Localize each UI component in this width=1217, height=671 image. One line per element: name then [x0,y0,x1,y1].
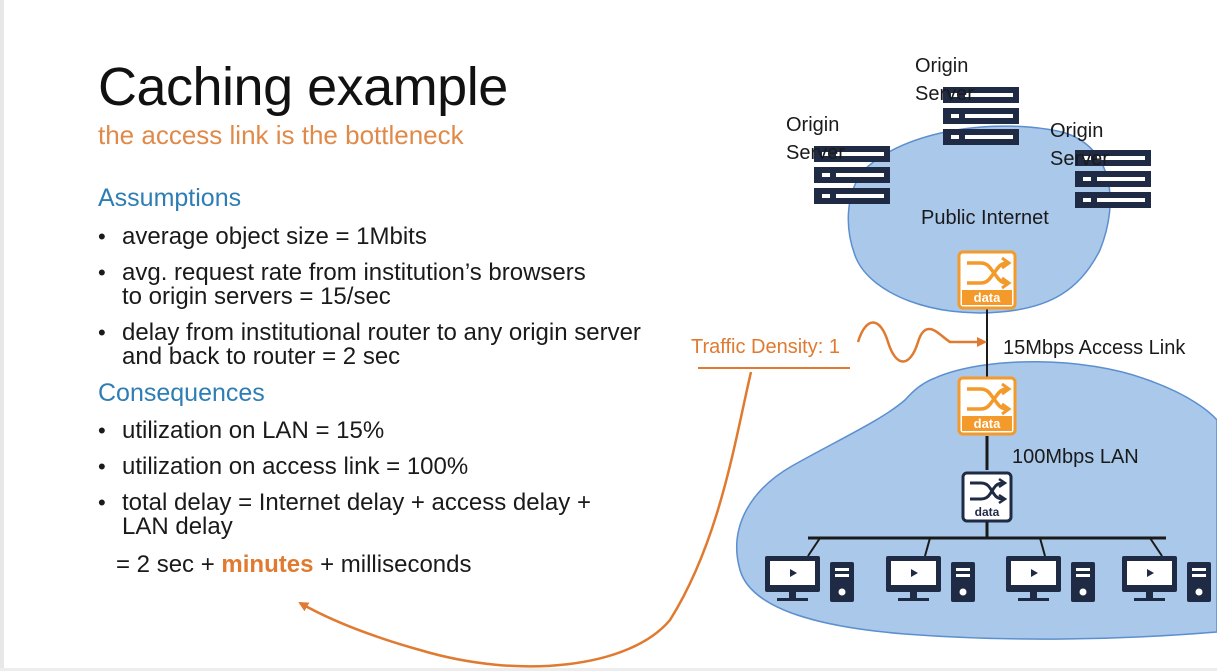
public-internet-cloud [847,125,1111,314]
server-label-line1: Origin [1050,120,1103,142]
access-link-label: 15Mbps Access Link [1003,337,1186,359]
lan-label: 100Mbps LAN [1012,446,1139,468]
server-label-line1: Origin [915,55,968,77]
server-label-line2: Server [915,83,974,105]
slide-left-edge [0,0,4,671]
consequences-heading: Consequences [98,379,265,407]
equation-highlight: minutes [221,551,314,578]
total-delay-equation: = 2 sec + minutes + milliseconds [116,551,471,579]
host-drop-line [807,537,821,557]
consequence-item: utilization on LAN = 15% [98,419,622,444]
public-internet-label: Public Internet [921,207,1049,229]
server-label-line1: Origin [786,114,839,136]
consequence-item: total delay = Internet delay + access de… [98,491,612,539]
host-drop-line [1039,537,1046,557]
server-label-line2: Server [1050,148,1109,170]
equation-prefix: = 2 sec + [116,551,222,578]
assumption-item: avg. request rate from institution’s bro… [98,261,592,309]
slide-subtitle: the access link is the bottleneck [98,120,464,150]
consequence-item: utilization on access link = 100% [98,455,622,480]
wavy-arrow [856,321,987,363]
traffic-density-label: Traffic Density: 1 [691,336,840,358]
delay-arrow [298,371,753,668]
server-label-line2: Server [786,142,845,164]
host-drop-line [1149,537,1163,557]
host-drop-line [924,537,931,557]
assumption-item: average object size = 1Mbits [98,225,592,250]
equation-suffix: + milliseconds [313,551,472,578]
assumptions-heading: Assumptions [98,184,242,212]
slide-bottom-edge [0,668,1217,671]
router-data-text: data [974,416,1002,431]
switch-data-text: data [975,505,1000,519]
assumptions-list: average object size = 1Mbits avg. reques… [98,225,652,369]
slide-title: Caching example [98,57,508,117]
consequences-list: utilization on LAN = 15% utilization on … [98,419,622,539]
router-data-text: data [974,290,1002,305]
assumption-item: delay from institutional router to any o… [98,321,652,369]
